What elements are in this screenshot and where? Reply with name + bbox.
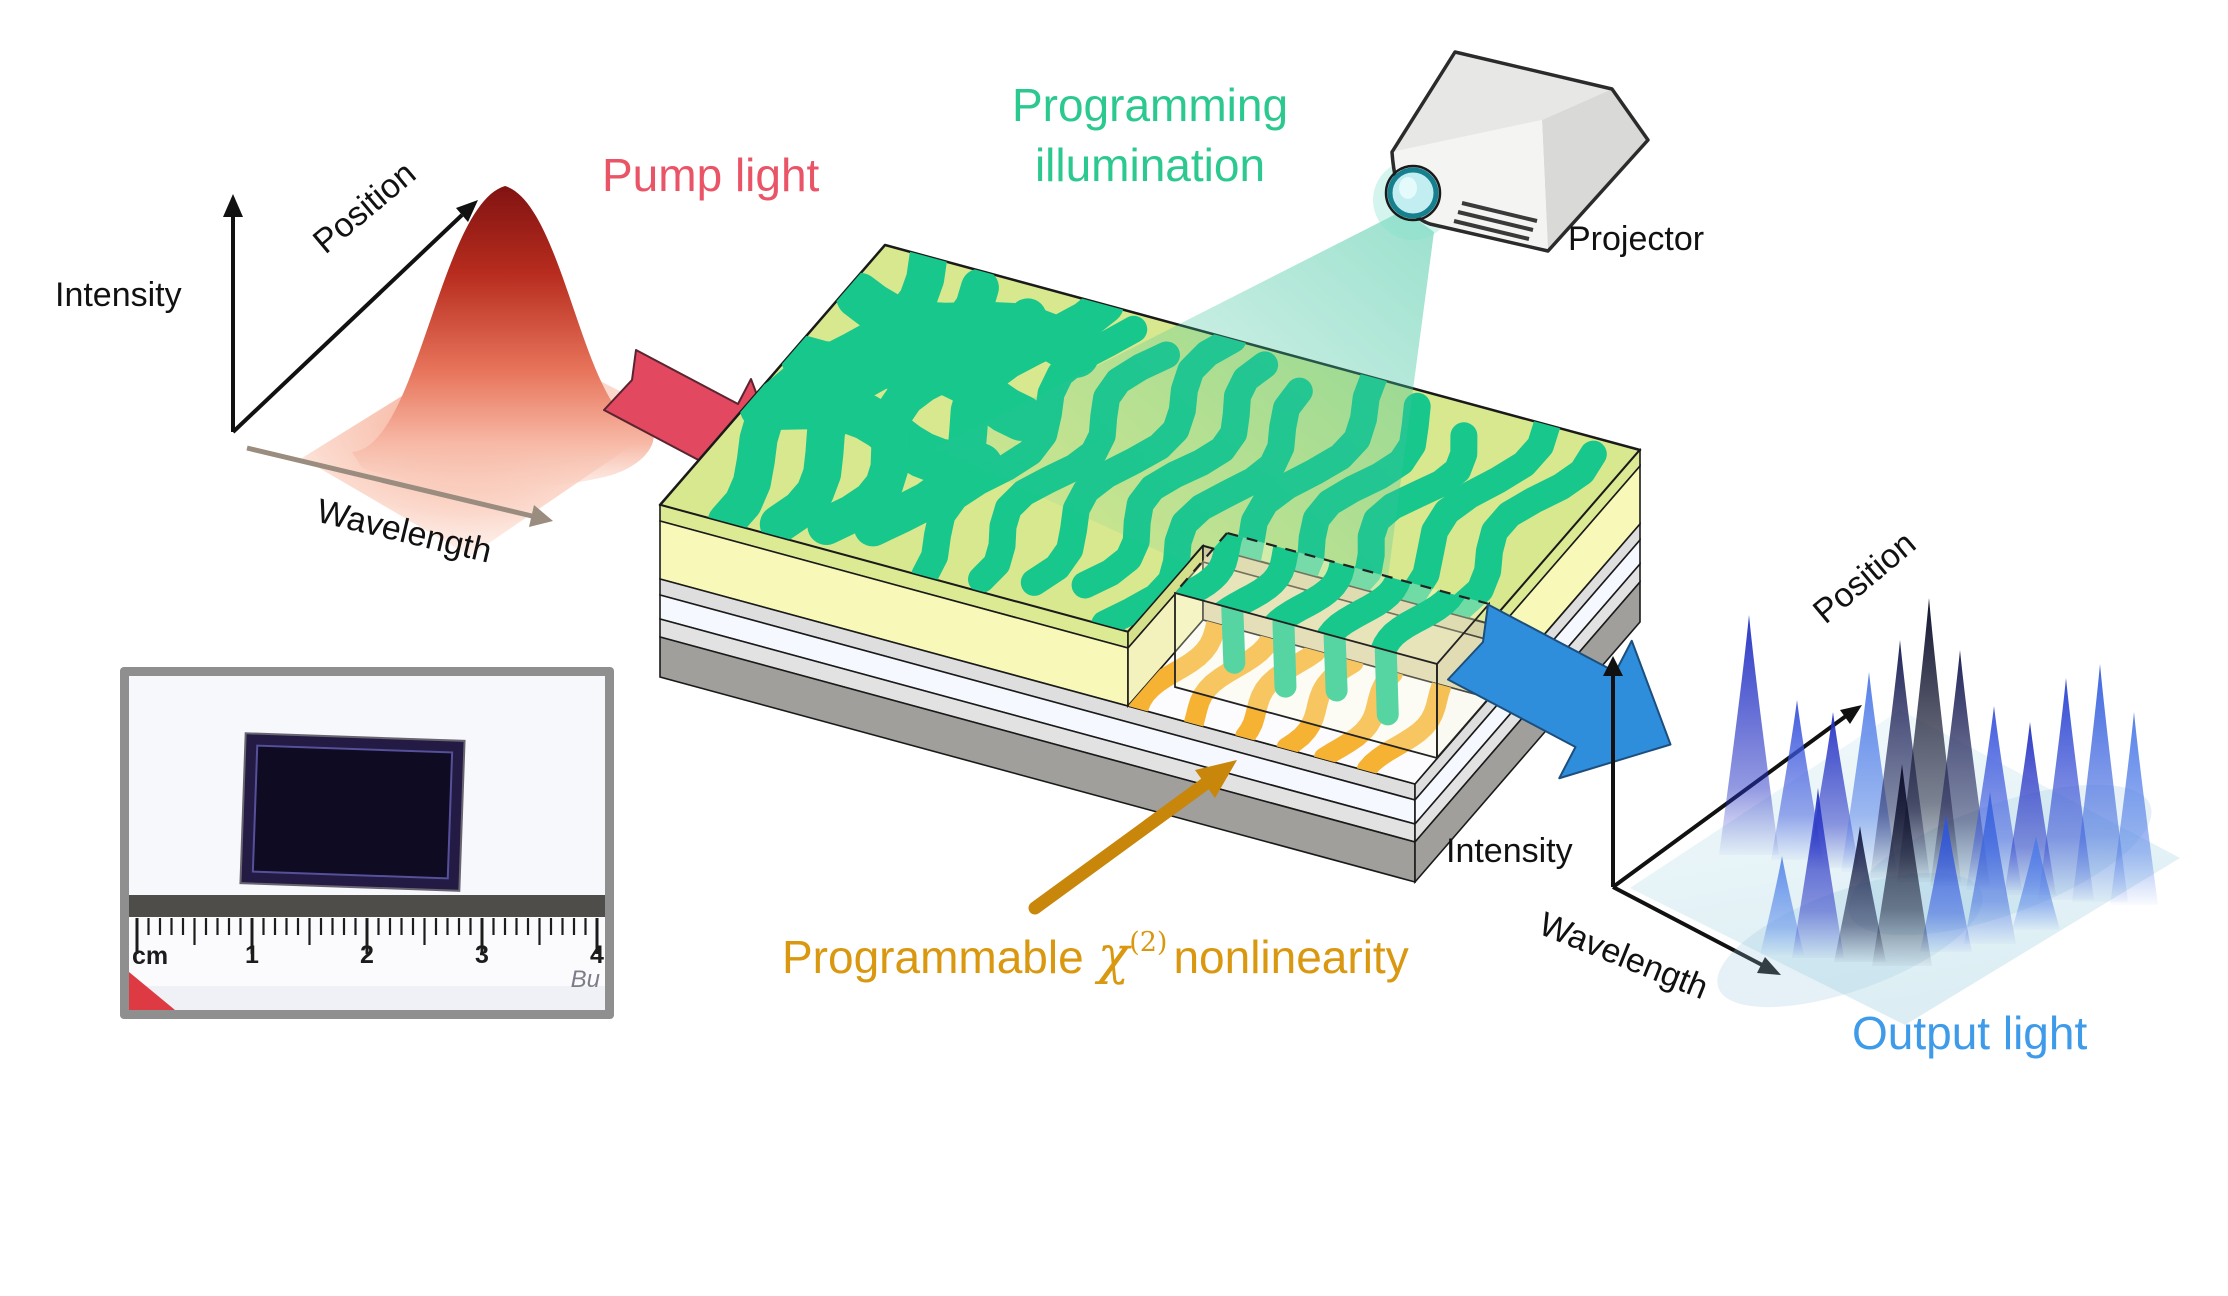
pump-wavelength-axis (246, 445, 537, 520)
ruler-shadow (129, 986, 605, 1010)
green-stripe (759, 268, 999, 544)
output-intensity-label: Intensity (1446, 832, 1573, 870)
chi-superscript: (2) (1129, 927, 1168, 958)
pump-intensity-label: Intensity (55, 276, 182, 314)
ruler-ticks (135, 918, 599, 954)
green-stripe (1260, 543, 1357, 641)
output-intensity-axis-arrowhead-icon (1603, 656, 1623, 676)
green-stripe (1374, 639, 1399, 726)
ruler-edge (129, 895, 605, 917)
pump-position-axis-arrowhead-icon (456, 200, 478, 222)
sample-photo-inset: cm 1 2 3 4 Bu (120, 667, 614, 1019)
pump-gaussian-surface (352, 186, 654, 489)
green-stripe (1210, 533, 1301, 627)
ruler-brand-label: Bu (570, 966, 600, 993)
output-peak (1872, 764, 1932, 966)
programmable-prefix: Programmable (782, 931, 1084, 983)
programming-line1: Programming (1011, 79, 1289, 131)
sample-photo-graphics (129, 732, 605, 1010)
programming-beam (935, 210, 1434, 652)
output-wavelength-axis (1612, 885, 1767, 969)
ruler-red-corner (129, 972, 175, 1010)
output-peak (2004, 722, 2056, 895)
sample-chip (239, 732, 466, 892)
output-peak (1964, 792, 2016, 944)
green-stripe (1300, 411, 1561, 632)
output-peak (2012, 836, 2060, 930)
projector-device (1373, 50, 1650, 253)
output-peak (1771, 700, 1823, 860)
ruler-mark-3: 3 (475, 941, 489, 969)
green-stripe (1367, 440, 1607, 632)
orange-stripe (1128, 620, 1226, 718)
green-stripe (1175, 533, 1248, 614)
output-spectrum-plot (1603, 598, 2180, 1025)
output-peak (2110, 712, 2158, 905)
output-position-axis-arrowhead-icon (1840, 705, 1862, 724)
pump-light-label: Pump light (602, 149, 820, 201)
green-stripe (1313, 559, 1413, 655)
pump-wavelength-axis-arrowhead-icon (529, 505, 553, 527)
programming-line2: illumination (1034, 138, 1266, 191)
nonlinearity-arrow-icon (1028, 760, 1237, 915)
orange-stripe (1235, 642, 1326, 747)
output-peak (1760, 856, 1804, 955)
ruler-mark-4: 4 (590, 941, 604, 969)
ruler-mark-2: 2 (360, 941, 374, 969)
green-stripe (1323, 625, 1348, 702)
output-peaks (1719, 598, 2158, 966)
programmable-suffix: nonlinearity (1173, 931, 1409, 983)
ruler-unit-label: cm (132, 942, 169, 970)
green-stripe (1221, 597, 1246, 674)
output-peak (1966, 706, 2022, 890)
ruler-mark-1: 1 (245, 941, 259, 969)
pump-intensity-axis-arrowhead-icon (223, 194, 243, 217)
green-stripe (853, 285, 1124, 547)
green-stripe (1272, 611, 1297, 698)
pump-spectrum-plot (223, 186, 672, 556)
programming-illumination-label: Programming illumination (950, 76, 1350, 196)
projector-vents-icon (1453, 201, 1538, 241)
green-stripe (707, 245, 948, 541)
ghost-box (1174, 531, 1490, 761)
output-peak (2072, 664, 2128, 902)
output-light-label: Output light (1852, 1007, 2088, 1059)
chi-symbol: χ (1097, 926, 1130, 986)
pump-position-axis (231, 213, 464, 434)
output-wavelength-axis-arrowhead-icon (1757, 957, 1781, 975)
chip-front-left-face (659, 503, 1416, 884)
green-stripe (1368, 574, 1469, 664)
projector-label: Projector (1568, 220, 1705, 258)
output-peak (1920, 814, 1972, 952)
orange-stripe (1184, 630, 1280, 733)
output-peak (1792, 788, 1844, 958)
cutaway-notch (1126, 531, 1491, 785)
output-peak (1719, 615, 1779, 855)
output-peak (1834, 826, 1886, 962)
